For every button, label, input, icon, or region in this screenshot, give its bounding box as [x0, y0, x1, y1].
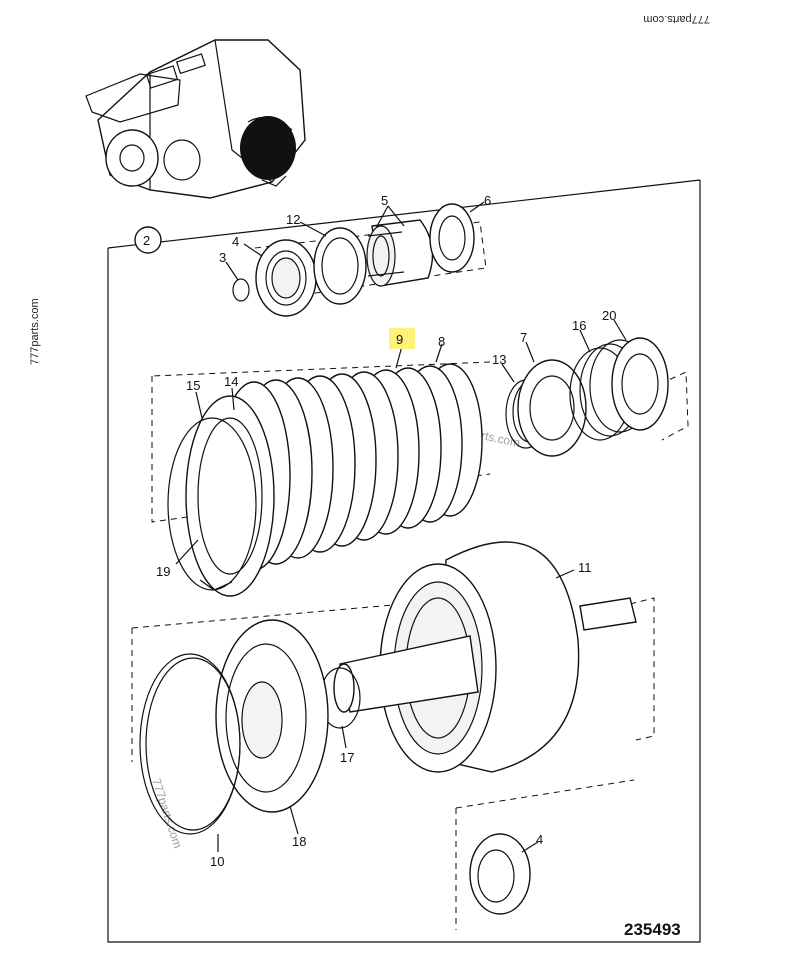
callout-17: 17 — [340, 750, 354, 765]
watermark-top-right: 777parts.com — [643, 13, 710, 25]
part-4-bearing-bottom — [469, 833, 531, 915]
callout-labels: 3 4 12 5 6 9 8 7 16 20 13 15 14 19 11 17… — [156, 193, 616, 869]
callout-16: 16 — [572, 318, 586, 333]
callout-4-top: 4 — [232, 234, 239, 249]
callout-14: 14 — [224, 374, 238, 389]
callout-4-bottom: 4 — [536, 832, 543, 847]
watermark-left-side: 777parts.com — [29, 298, 41, 365]
callout-8: 8 — [438, 334, 445, 349]
callout-12: 12 — [286, 212, 300, 227]
watermark-lower-left: 777parts.com — [149, 777, 185, 850]
part-20-spring-retainer — [611, 337, 669, 431]
part-15-14-pressure-plate — [185, 395, 275, 597]
callout-3: 3 — [219, 250, 226, 265]
group-callout-2: 2 — [134, 226, 162, 254]
part-12-spacer — [313, 227, 367, 305]
part-9-8-clutch-plate-stack — [217, 363, 483, 571]
callout-13: 13 — [492, 352, 506, 367]
part-10-large-seal-ring — [139, 653, 241, 835]
part-6-thrust-washer — [429, 203, 475, 273]
leader-lines — [175, 201, 627, 853]
transmission-housing-illustration — [85, 39, 306, 199]
part-19-retaining-ring — [167, 417, 257, 591]
callout-11: 11 — [578, 560, 592, 575]
callout-6: 6 — [484, 193, 491, 208]
callout-18: 18 — [292, 834, 306, 849]
main-frame — [107, 179, 701, 943]
callout-20: 20 — [602, 308, 616, 323]
top-subassembly-dashed-box — [254, 221, 487, 301]
part-4-bearing-top — [255, 239, 317, 317]
callout-10: 10 — [210, 854, 224, 869]
svg-text:2: 2 — [143, 233, 150, 248]
part-3-snap-ring — [232, 278, 250, 302]
part-7-piston — [517, 359, 587, 457]
callout-7: 7 — [520, 330, 527, 345]
part-18-clutch-hub — [215, 619, 329, 813]
callout-9-highlight — [389, 328, 415, 349]
piston-dashed-box — [659, 371, 689, 441]
callout-9: 9 — [396, 332, 403, 347]
clutch-pack-dashed-box — [151, 361, 491, 523]
callout-5: 5 — [381, 193, 388, 208]
part-5-needle-sleeve — [366, 219, 434, 287]
callout-15: 15 — [186, 378, 200, 393]
drawing-number: 235493 — [624, 920, 681, 939]
callout-19: 19 — [156, 564, 170, 579]
part-output-shaft — [333, 597, 637, 713]
highlighted-clutch-pack-shape — [240, 116, 296, 180]
